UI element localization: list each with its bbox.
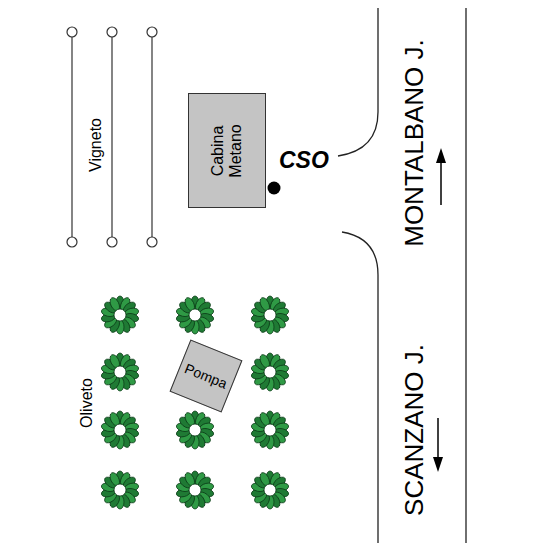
olive-tree	[176, 296, 215, 334]
direction-arrow	[440, 160, 442, 205]
olive-grove-label: Oliveto	[79, 378, 95, 428]
node-label: Cabina Metano	[209, 111, 246, 191]
road-edge	[465, 8, 466, 543]
olive-tree	[101, 471, 140, 509]
vine-post	[147, 27, 157, 37]
direction-arrow	[437, 418, 439, 460]
vine-row	[71, 32, 72, 242]
cso-point	[268, 182, 281, 195]
gas-cabin-box: Cabina Metano	[188, 93, 266, 208]
tree-center	[114, 484, 126, 496]
road-direction-label: MONTALBANO J.	[401, 39, 427, 247]
vine-post	[107, 27, 117, 37]
road-edge	[342, 232, 378, 543]
node-label: Pompa	[182, 360, 229, 392]
olive-tree	[101, 353, 140, 391]
olive-tree	[251, 296, 290, 334]
road	[338, 8, 466, 543]
tree-center	[264, 424, 276, 436]
olive-tree	[251, 471, 290, 509]
vine-post	[67, 237, 77, 247]
tree-center	[264, 309, 276, 321]
vineyard-label: Vigneto	[88, 118, 104, 172]
vine-post	[147, 237, 157, 247]
vine-post	[107, 237, 117, 247]
point-label: CSO	[279, 149, 329, 172]
arrow-head	[436, 148, 446, 163]
tree-center	[189, 484, 201, 496]
tree-center	[114, 309, 126, 321]
tree-center	[264, 484, 276, 496]
road-edge	[338, 8, 378, 156]
tree-center	[189, 424, 201, 436]
olive-tree	[101, 411, 140, 449]
olive-tree	[251, 353, 290, 391]
tree-center	[189, 309, 201, 321]
arrow-head	[433, 457, 443, 472]
olive-tree	[176, 411, 215, 449]
olive-tree	[251, 411, 290, 449]
tree-center	[264, 366, 276, 378]
tree-center	[114, 366, 126, 378]
vine-row	[111, 32, 112, 242]
olive-tree	[176, 471, 215, 509]
tree-center	[114, 424, 126, 436]
pump-box: Pompa	[170, 340, 243, 413]
olive-tree	[101, 296, 140, 334]
olive-grove	[101, 296, 290, 509]
vine-row	[151, 32, 152, 242]
direction-arrows	[433, 148, 446, 472]
vineyard-rows	[67, 27, 157, 247]
vine-post	[67, 27, 77, 37]
road-direction-label: SCANZANO J.	[401, 344, 427, 516]
